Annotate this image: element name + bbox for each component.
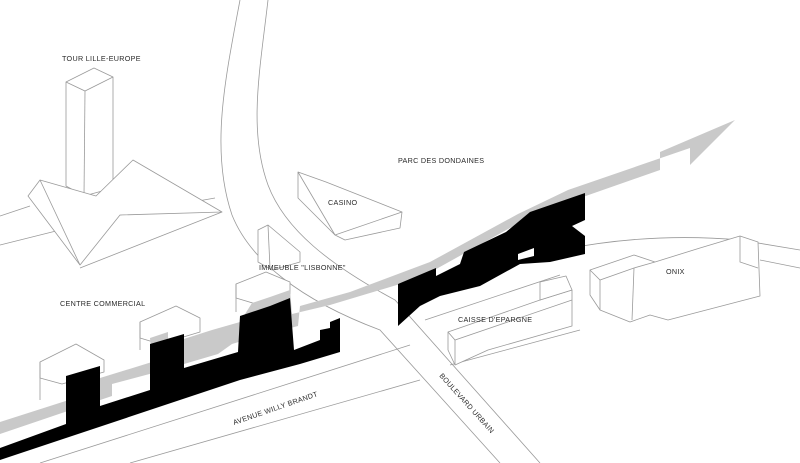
onix-building — [589, 235, 761, 323]
centre-commercial-terraces — [39, 271, 291, 400]
label-centre-commercial: CENTRE COMMERCIAL — [60, 299, 145, 308]
new-building-right-wing — [398, 193, 585, 326]
label-onix: ONIX — [666, 267, 685, 276]
label-casino: CASINO — [328, 198, 357, 207]
new-building-left-wing — [0, 298, 340, 460]
tour-lille-europe — [27, 67, 223, 266]
label-immeuble-lisbonne: IMMEUBLE "LISBONNE" — [259, 263, 346, 272]
caisse-epargne-building — [447, 275, 573, 366]
label-caisse-epargne: CAISSE D'EPARGNE — [458, 315, 532, 324]
avenue-willy-brandt-road — [39, 344, 421, 463]
casino-building — [297, 171, 403, 241]
label-parc-des-dondaines: PARC DES DONDAINES — [398, 156, 484, 165]
label-tour-lille-europe: TOUR LILLE-EUROPE — [62, 54, 141, 63]
immeuble-lisbonne — [257, 224, 301, 271]
